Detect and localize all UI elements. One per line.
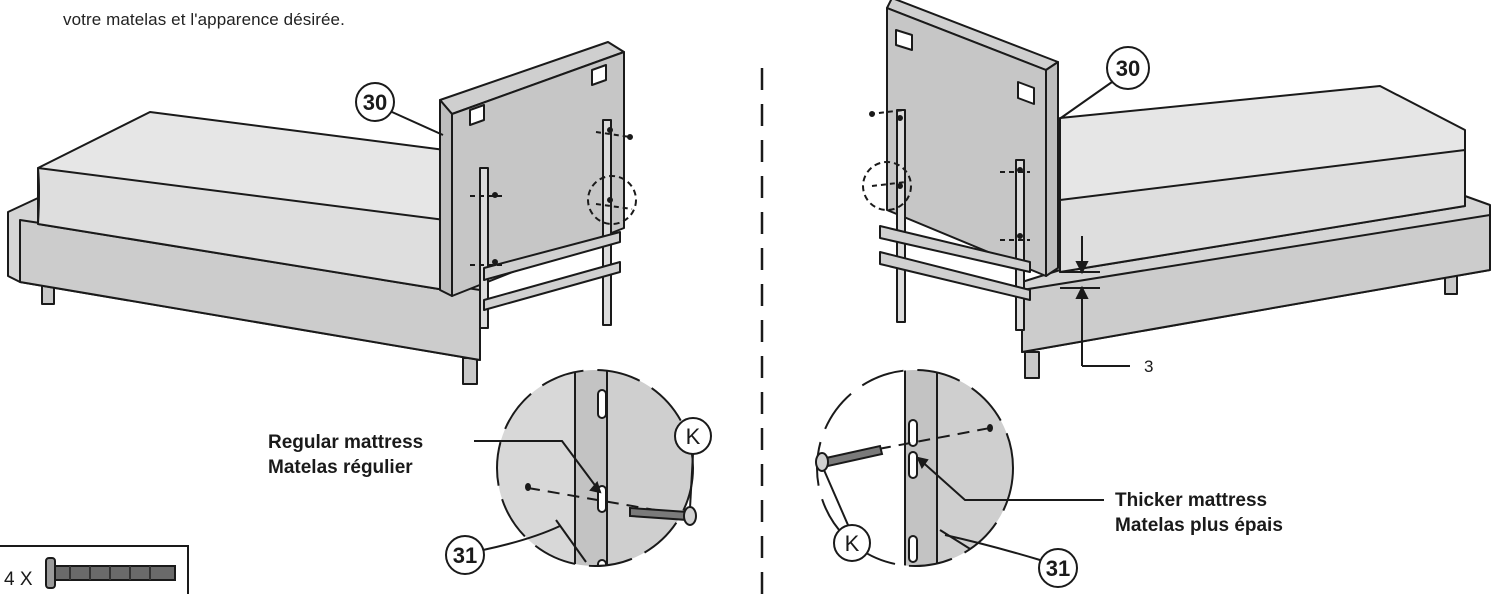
right-part-31-label: 31 bbox=[1046, 556, 1070, 581]
left-screw-k-label: K bbox=[686, 424, 701, 449]
right-headboard bbox=[879, 0, 1059, 331]
left-part-30-callout: 30 bbox=[355, 82, 444, 136]
bolt-icon bbox=[45, 557, 176, 589]
left-detail-marker bbox=[587, 175, 637, 225]
left-part-31-label: 31 bbox=[453, 543, 477, 568]
height-dimension: 3 bbox=[1060, 236, 1153, 376]
right-headboard-face bbox=[886, 7, 1047, 277]
right-bed bbox=[1021, 85, 1491, 379]
left-rail-a bbox=[479, 167, 489, 329]
right-detail-marker bbox=[862, 161, 912, 211]
hardware-box: 4 X bbox=[0, 545, 189, 594]
right-bed-leg-front bbox=[1024, 351, 1040, 379]
height-dimension-label: 3 bbox=[1144, 357, 1153, 376]
thicker-mattress-leader bbox=[916, 456, 1104, 501]
regular-mattress-fr: Matelas régulier bbox=[268, 457, 413, 478]
hardware-quantity: 4 X bbox=[4, 569, 33, 590]
left-part-30-label: 30 bbox=[363, 90, 387, 115]
thicker-mattress-en: Thicker mattress bbox=[1115, 490, 1267, 511]
right-bolt bbox=[815, 444, 884, 472]
left-bolt bbox=[629, 506, 697, 526]
right-screws bbox=[862, 109, 1030, 241]
regular-mattress-en: Regular mattress bbox=[268, 432, 423, 453]
regular-mattress-leader bbox=[474, 440, 602, 494]
left-headboard-face bbox=[451, 51, 625, 297]
intro-text: votre matelas et l'apparence désirée. bbox=[63, 10, 345, 29]
right-rail-b bbox=[1015, 159, 1025, 331]
left-detail-view: K bbox=[496, 369, 712, 567]
left-bed-leg-front bbox=[462, 357, 478, 385]
left-headboard bbox=[439, 41, 625, 329]
thicker-mattress-fr: Matelas plus épais bbox=[1115, 515, 1283, 536]
left-screws bbox=[470, 131, 637, 266]
left-part-31-callout: 31 bbox=[445, 525, 561, 575]
left-bed bbox=[7, 111, 481, 385]
right-part-30-callout: 30 bbox=[1057, 46, 1150, 121]
right-rail-a bbox=[896, 109, 906, 323]
right-screw-k-label: K bbox=[845, 531, 860, 556]
right-part-31-callout: 31 bbox=[944, 534, 1078, 588]
right-part-30-label: 30 bbox=[1116, 56, 1140, 81]
